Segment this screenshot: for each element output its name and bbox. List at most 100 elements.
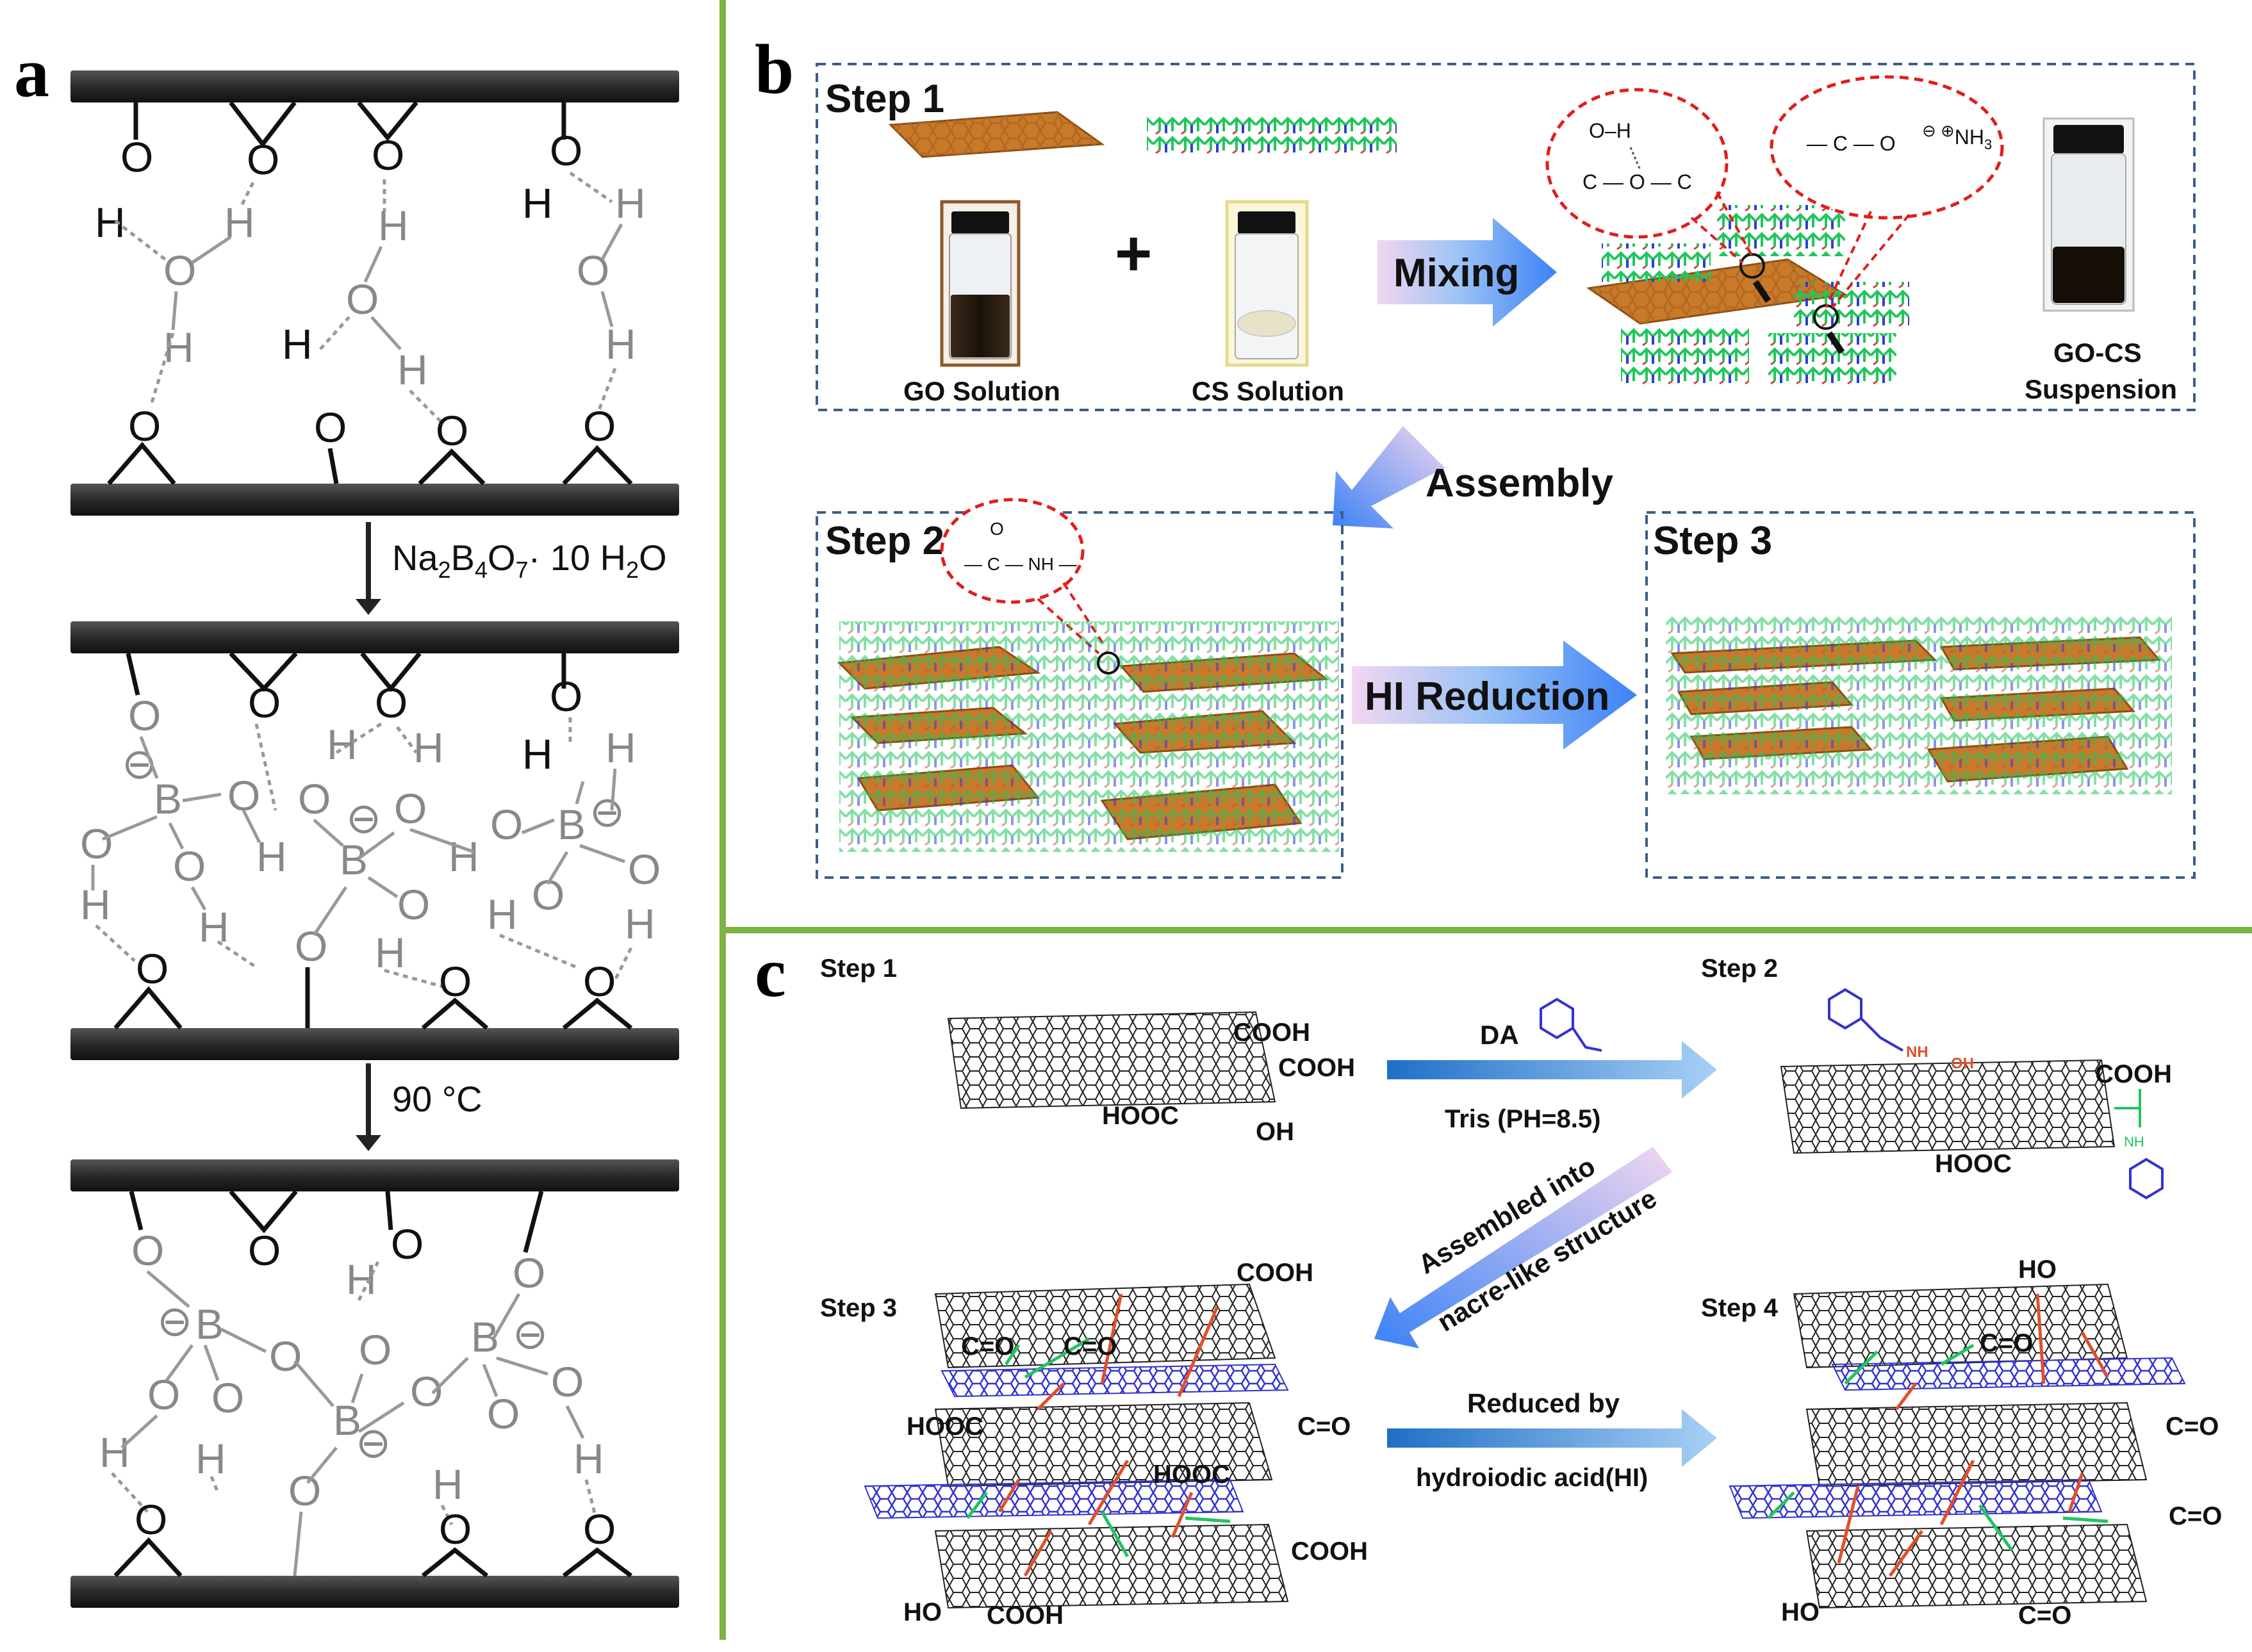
panel-c: c Step 1 Step 2 Step 3 Step 4 COOH COOH …: [755, 933, 2222, 1630]
mixed-structure: [1586, 205, 1909, 384]
bottom-plate: [70, 1576, 679, 1608]
atom-h: H: [605, 320, 636, 368]
co-label: C=O: [1980, 1329, 2033, 1357]
atom-o: O: [550, 127, 582, 174]
atom-o: O: [397, 881, 430, 928]
da-label: DA: [1480, 1020, 1519, 1050]
tris-label: Tris (PH=8.5): [1445, 1105, 1600, 1133]
co-label: C=O: [2018, 1601, 2071, 1630]
atom-h: H: [256, 833, 287, 880]
atom-o: O: [439, 958, 472, 1005]
cooh-label: COOH: [1278, 1054, 1355, 1082]
bubble-carboxylate-label: — C — O: [1807, 132, 1896, 155]
cooh-label: COOH: [1237, 1259, 1313, 1287]
bubble-amide-o-label: O: [990, 519, 1004, 539]
atom-o: O: [410, 1368, 443, 1415]
ho-label: HO: [2018, 1255, 2057, 1284]
atom-h: H: [80, 881, 111, 928]
step1-label: Step 1: [825, 77, 944, 121]
atom-o: O: [163, 247, 196, 294]
suspension-label-line2: Suspension: [2025, 374, 2177, 404]
bubble-amide-label: — C — NH —: [964, 554, 1077, 574]
top-plate: [70, 621, 679, 653]
ho-label: HO: [903, 1598, 942, 1626]
c-step2-label: Step 2: [1701, 954, 1778, 983]
co-label: C=O: [1297, 1412, 1351, 1441]
atom-h: H: [199, 903, 229, 951]
c-step1-label: Step 1: [820, 954, 897, 983]
atom-b: B: [557, 801, 586, 848]
da-arrow-icon: [1387, 1041, 1717, 1099]
atom-o: O: [490, 801, 523, 848]
atom-o: O: [372, 131, 404, 179]
nh-label: NH: [2124, 1134, 2144, 1150]
atom-h: H: [375, 929, 406, 976]
vial-icon: [1225, 200, 1309, 367]
atom-h: H: [346, 1255, 377, 1303]
atom-o: O: [628, 846, 661, 893]
atom-h: H: [573, 1435, 604, 1482]
atom-h: H: [432, 1460, 463, 1508]
atom-o: O: [248, 679, 281, 726]
hi-reduction-label: HI Reduction: [1365, 675, 1609, 719]
graphene-sheet-icon: [888, 111, 1105, 158]
cooh-label: COOH: [2095, 1060, 2172, 1088]
reduction-arrow-icon: [1352, 641, 1637, 749]
panel-a-stage-1: O O O O H H O H H O H H H H O H: [70, 70, 679, 516]
c-step3-label: Step 3: [820, 1294, 897, 1322]
minus-sign: ⊖: [589, 788, 625, 835]
go-sheet-step1: COOH COOH HOOC OH: [947, 1011, 1355, 1146]
atom-o: O: [583, 958, 616, 1005]
reagent-label: Na2B4O7· 10 H2O: [392, 537, 667, 583]
cs-solution-label: CS Solution: [1192, 376, 1344, 406]
atom-h: H: [163, 323, 194, 371]
atom-h: H: [615, 179, 646, 227]
atom-b: B: [195, 1300, 224, 1348]
atom-b: B: [340, 836, 368, 883]
oh-label: OH: [1951, 1055, 1974, 1072]
atom-o: O: [532, 871, 564, 919]
atom-h: H: [99, 1428, 130, 1476]
bottom-plate: [70, 1028, 679, 1060]
atom-o: O: [135, 1496, 167, 1543]
atom-b: B: [154, 775, 182, 822]
atom-h: H: [282, 320, 313, 368]
atom-h: H: [522, 179, 553, 227]
assembly-arrow-icon: [1333, 426, 1445, 528]
co-label: C=O: [1064, 1332, 1117, 1361]
atom-o: O: [295, 922, 327, 970]
atom-o: O: [173, 842, 206, 890]
layered-structure-step3: COOH HOOC C=O C=O C=O COOH HOOC COOH HO: [864, 1259, 1368, 1630]
atom-h: H: [95, 199, 126, 246]
horizontal-divider: [719, 927, 2252, 933]
panel-b: b Step 1 GO Solution + CS Solution: [755, 30, 2196, 879]
atom-o: O: [439, 1505, 472, 1553]
panel-c-letter: c: [755, 933, 786, 1011]
minus-sign: ⊖: [346, 794, 381, 842]
plus-sign: +: [1115, 218, 1152, 290]
atom-h: H: [195, 1435, 226, 1482]
oh-label: OH: [1256, 1118, 1294, 1146]
atom-o: O: [550, 673, 582, 720]
reduced-label-line2: hydroiodic acid(HI): [1416, 1464, 1648, 1492]
atom-o: O: [359, 1326, 391, 1373]
assembly-label: Assembly: [1426, 461, 1613, 505]
co-label: C=O: [2169, 1502, 2222, 1530]
atom-h: H: [448, 833, 479, 880]
atom-h: H: [413, 724, 444, 771]
bubble-oh-label: O–H: [1589, 119, 1631, 142]
down-arrow-icon: [356, 1063, 381, 1151]
reduced-label-line1: Reduced by: [1467, 1388, 1620, 1418]
cooh-label: COOH: [987, 1601, 1064, 1630]
atom-o: O: [147, 1371, 180, 1418]
co-label: C=O: [961, 1332, 1014, 1361]
atom-o: O: [131, 1227, 164, 1274]
atom-o: O: [375, 679, 407, 726]
atom-b: B: [333, 1396, 361, 1444]
cooh-label: COOH: [1291, 1537, 1368, 1566]
bubble-ammonium-label: ⊖ ⊕NH3: [1922, 121, 1992, 152]
minus-sign: ⊖: [356, 1419, 391, 1466]
atom-o: O: [346, 275, 379, 323]
c-step4-label: Step 4: [1701, 1294, 1779, 1322]
